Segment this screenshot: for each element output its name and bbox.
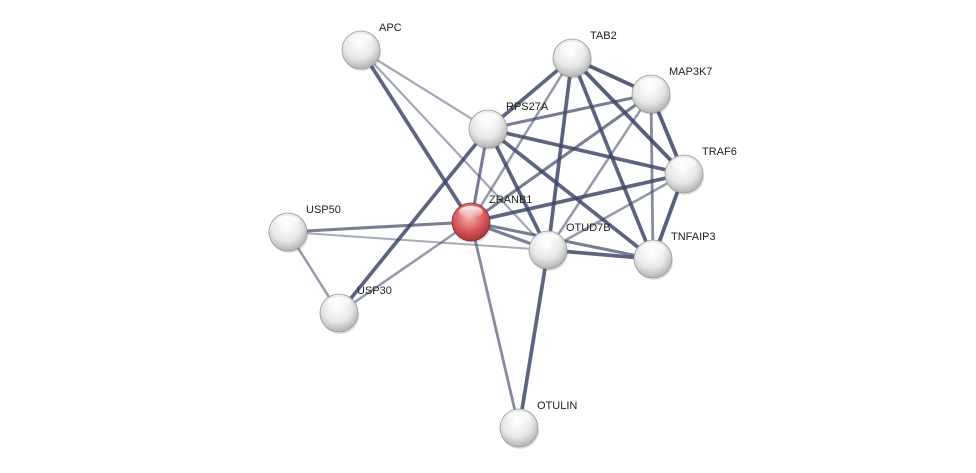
- edge-tab2-otud7b[interactable]: [546, 57, 574, 251]
- node-label: ZRANB1: [489, 194, 532, 206]
- edge-traf6-zranb1[interactable]: [470, 172, 685, 224]
- edge-apc-rps27a[interactable]: [360, 49, 489, 130]
- node-label: OTULIN: [537, 400, 577, 412]
- edge-map3k7-tnfaip3[interactable]: [649, 93, 655, 260]
- node-label: MAP3K7: [669, 66, 712, 78]
- edge-map3k7-otud7b[interactable]: [546, 93, 653, 251]
- edge-rps27a-tnfaip3[interactable]: [486, 127, 655, 261]
- node-label: OTUD7B: [566, 222, 611, 234]
- node-otud7b[interactable]: OTUD7B: [528, 222, 611, 271]
- edge-zranb1-usp50[interactable]: [287, 220, 472, 234]
- node-label: TRAF6: [702, 146, 737, 158]
- node-zranb1[interactable]: ZRANB1: [451, 194, 532, 243]
- edges: [286, 49, 686, 429]
- node-traf6[interactable]: TRAF6: [664, 146, 737, 195]
- node-label: USP50: [306, 204, 341, 216]
- edge-rps27a-usp30[interactable]: [337, 127, 490, 315]
- edge-apc-zranb1[interactable]: [359, 49, 473, 223]
- edge-map3k7-zranb1[interactable]: [470, 92, 652, 224]
- edge-map3k7-rps27a[interactable]: [487, 92, 652, 131]
- edge-rps27a-traf6[interactable]: [487, 127, 685, 176]
- node-usp30[interactable]: USP30: [319, 285, 392, 334]
- edge-apc-otud7b[interactable]: [360, 49, 549, 251]
- node-label: TAB2: [590, 30, 617, 42]
- edge-zranb1-otulin[interactable]: [469, 221, 521, 429]
- edge-otud7b-otulin[interactable]: [517, 249, 550, 429]
- edge-tab2-traf6[interactable]: [570, 56, 686, 176]
- edge-tab2-zranb1[interactable]: [469, 57, 574, 223]
- edge-usp50-otud7b[interactable]: [287, 231, 549, 251]
- node-apc[interactable]: APC: [341, 22, 402, 71]
- node-label: TNFAIP3: [671, 231, 716, 243]
- node-label: APC: [379, 22, 402, 34]
- node-usp50[interactable]: USP50: [268, 204, 341, 253]
- node-map3k7[interactable]: MAP3K7: [631, 66, 712, 115]
- edge-traf6-otud7b[interactable]: [547, 172, 685, 252]
- node-label: USP30: [357, 285, 392, 297]
- node-label: RPS27A: [506, 101, 549, 113]
- node-tnfaip3[interactable]: TNFAIP3: [633, 231, 716, 280]
- node-tab2[interactable]: TAB2: [552, 30, 617, 79]
- edge-zranb1-usp30[interactable]: [338, 220, 472, 315]
- node-otulin[interactable]: OTULIN: [499, 400, 577, 449]
- node-rps27a[interactable]: RPS27A: [468, 101, 549, 150]
- edge-rps27a-otud7b[interactable]: [486, 128, 550, 251]
